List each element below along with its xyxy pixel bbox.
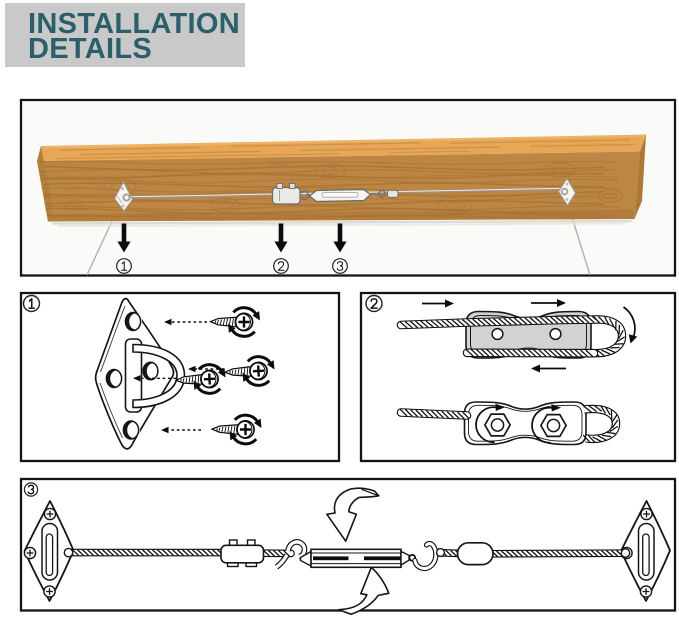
svg-text:INSTALLATION: INSTALLATION xyxy=(28,8,240,40)
svg-text:DETAILS: DETAILS xyxy=(28,33,152,65)
